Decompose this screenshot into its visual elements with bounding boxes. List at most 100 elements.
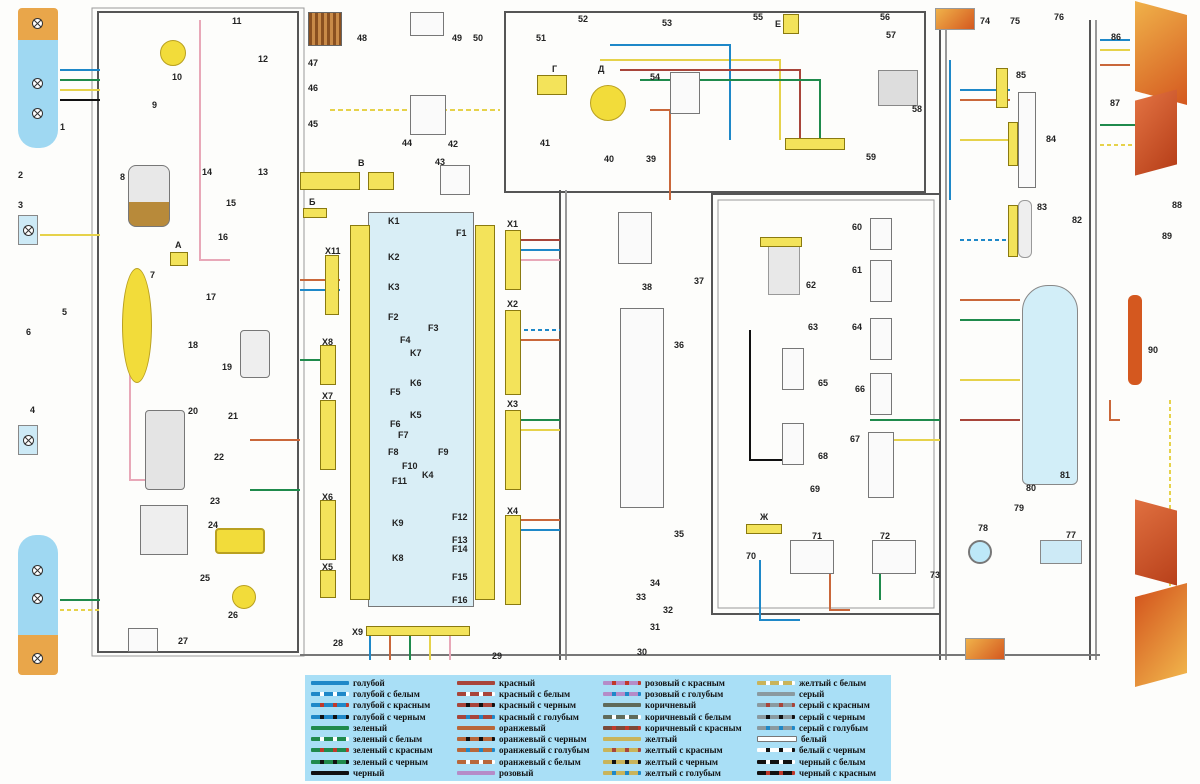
connector-83 xyxy=(1018,200,1032,258)
component-label: 87 xyxy=(1110,98,1121,108)
ignition-switch xyxy=(590,85,626,121)
switch-68[interactable] xyxy=(782,423,804,465)
component-label: 72 xyxy=(880,531,891,541)
connector-X3[interactable] xyxy=(505,410,521,490)
connector-X9[interactable] xyxy=(366,626,470,636)
connector-Zh[interactable] xyxy=(746,524,782,534)
legend-label: желтый с белым xyxy=(799,677,867,688)
connector-B[interactable] xyxy=(303,208,327,218)
lamp-icon xyxy=(32,593,43,604)
fuse-label: F9 xyxy=(438,447,449,457)
switch-64[interactable] xyxy=(870,318,892,360)
front-harness-frame xyxy=(97,11,299,653)
component-label: 75 xyxy=(1010,16,1021,26)
component-label: 88 xyxy=(1172,200,1183,210)
legend-item: белый с черным xyxy=(757,745,876,756)
legend-label: серый с красным xyxy=(799,700,870,711)
connector-X2[interactable] xyxy=(505,310,521,395)
fuse-block-connector-right[interactable] xyxy=(475,225,495,600)
component-label: 46 xyxy=(308,83,319,93)
connector-85[interactable] xyxy=(996,68,1008,108)
fuse-block-connector-left[interactable] xyxy=(350,225,370,600)
component-label: 44 xyxy=(402,138,413,148)
fuse-label: F12 xyxy=(452,512,468,522)
switch-72[interactable] xyxy=(872,540,916,574)
component-label: 20 xyxy=(188,406,199,416)
switch-61[interactable] xyxy=(870,260,892,302)
connector-G[interactable] xyxy=(537,75,567,95)
component-label: 78 xyxy=(978,523,989,533)
legend-label: белый с черным xyxy=(799,745,866,756)
fuse-label: F13 xyxy=(452,535,468,545)
legend-label: розовый с голубым xyxy=(645,688,724,699)
component-label: 8 xyxy=(120,172,126,182)
legend-item: серый с черным xyxy=(757,711,876,722)
component-label: 9 xyxy=(152,100,158,110)
legend-label: оранжевый с голубым xyxy=(499,745,590,756)
component-label: 10 xyxy=(172,72,183,82)
legend-label: красный с черным xyxy=(499,700,576,711)
connector-E[interactable] xyxy=(783,14,799,34)
temp-sensor-26 xyxy=(232,585,256,609)
connector-X7[interactable] xyxy=(320,400,336,470)
component-label: 76 xyxy=(1054,12,1065,22)
wire-swatch xyxy=(757,680,795,685)
connector-X6[interactable] xyxy=(320,500,336,560)
rear-lamp-right-mid xyxy=(1135,89,1177,176)
component-label: 56 xyxy=(880,12,891,22)
switch-60[interactable] xyxy=(870,218,892,250)
legend-item: желтый с красным xyxy=(603,745,742,756)
connector-84[interactable] xyxy=(1008,122,1018,166)
legend-item: серый с голубым xyxy=(757,722,876,733)
connector-62-pins[interactable] xyxy=(760,237,802,247)
component-label: 47 xyxy=(308,58,319,68)
component-label: 7 xyxy=(150,270,156,280)
legend-label: коричневый с белым xyxy=(645,711,732,722)
switch-65[interactable] xyxy=(782,348,804,390)
wire-swatch xyxy=(457,759,495,764)
legend-label: голубой с черным xyxy=(353,711,426,722)
connector-59[interactable] xyxy=(785,138,845,150)
relay-label: K2 xyxy=(388,252,400,262)
ignition-relay-38[interactable] xyxy=(618,212,652,264)
component-label: 65 xyxy=(818,378,829,388)
steering-column-switch[interactable] xyxy=(620,308,664,508)
connector-X4[interactable] xyxy=(505,515,521,605)
wire-swatch xyxy=(311,759,349,764)
component-label: 85 xyxy=(1016,70,1027,80)
connector-X11[interactable] xyxy=(325,255,339,315)
fuse-label: F3 xyxy=(428,323,439,333)
connector-letter-label: В xyxy=(358,158,365,168)
connector-83-pins[interactable] xyxy=(1008,205,1018,257)
switch-67[interactable] xyxy=(868,432,894,498)
connector-V-large[interactable] xyxy=(300,172,360,190)
wire-swatch xyxy=(603,691,641,696)
window-switch-53[interactable] xyxy=(670,72,700,114)
wire-swatch xyxy=(603,737,641,742)
switch-66[interactable] xyxy=(870,373,892,415)
dashboard-harness-frame xyxy=(504,11,926,193)
component-label: 5 xyxy=(62,307,68,317)
connector-V-small[interactable] xyxy=(368,172,394,190)
connector-X5[interactable] xyxy=(320,570,336,598)
component-label: 59 xyxy=(866,152,877,162)
wire-swatch xyxy=(457,737,495,742)
connector-X1[interactable] xyxy=(505,230,521,290)
lamp-icon xyxy=(32,653,43,664)
fuse-label: F7 xyxy=(398,430,409,440)
component-label: 70 xyxy=(746,551,757,561)
fuse-label: F16 xyxy=(452,595,468,605)
heater-switch-44[interactable] xyxy=(410,95,446,135)
connector-X8[interactable] xyxy=(320,345,336,385)
mirror-77 xyxy=(1040,540,1082,564)
component-label: 26 xyxy=(228,610,239,620)
connector-A[interactable] xyxy=(170,252,188,266)
legend-label: коричневый с красным xyxy=(645,722,742,733)
switch-71[interactable] xyxy=(790,540,834,574)
legend-item: желтый с голубым xyxy=(603,767,742,778)
component-label: 33 xyxy=(636,592,647,602)
wire-swatch xyxy=(311,771,349,776)
legend-label: желтый с черным xyxy=(645,756,718,767)
wiper-motor xyxy=(240,330,270,378)
